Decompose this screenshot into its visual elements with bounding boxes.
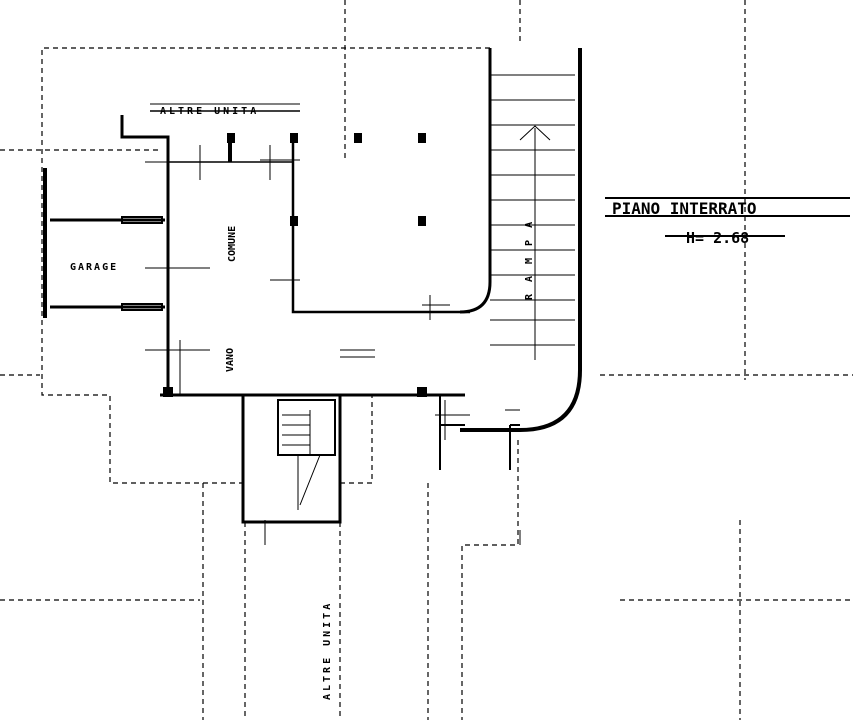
- ceiling-height: H= 2.68: [686, 229, 749, 247]
- label-comune: COMUNE: [227, 226, 238, 262]
- walls: [120, 103, 520, 470]
- stair-core: [241, 393, 342, 524]
- label-rampa: RAMPA: [524, 210, 535, 300]
- dimension-ticks: [145, 145, 521, 545]
- plan-title: PIANO INTERRATO: [612, 199, 757, 218]
- label-altre-unita-top: ALTRE UNITA: [160, 106, 259, 117]
- title-block: PIANO INTERRATO H= 2.68: [605, 197, 850, 247]
- label-altre-unita-bottom: ALTRE UNITA: [322, 601, 333, 700]
- label-garage: GARAGE: [70, 262, 118, 273]
- label-vano: VANO: [225, 348, 236, 372]
- ramp: [459, 48, 582, 432]
- columns: [163, 133, 427, 397]
- garage-walls: [43, 168, 165, 318]
